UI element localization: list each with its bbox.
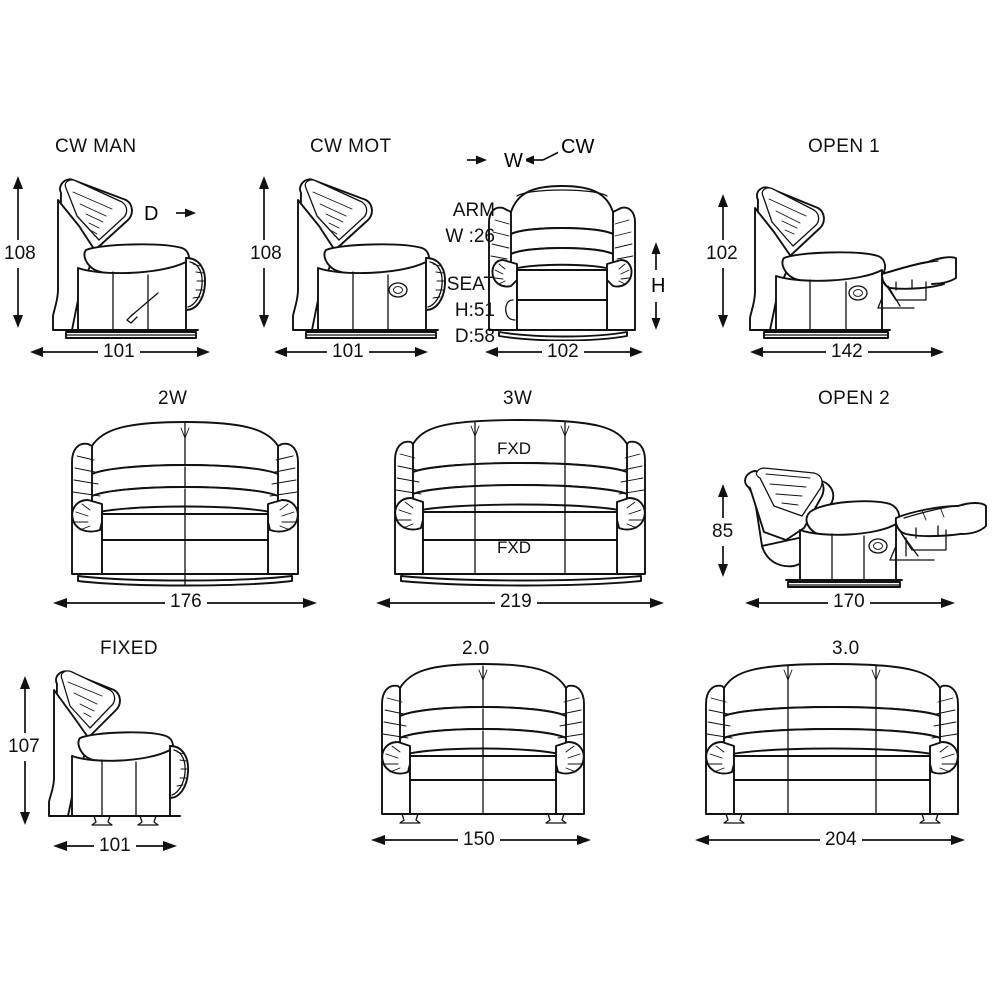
panel-title-fixed: FIXED <box>100 638 158 659</box>
dimension-width-2-0: 150 <box>458 829 500 851</box>
panel-open-2: OPEN 2 <box>690 388 1000 638</box>
recliner-side-motor-illustration <box>259 176 446 357</box>
spec-seat-block: SEAT H:51 D:58 <box>405 272 495 350</box>
panel-title-2-0: 2.0 <box>462 638 490 659</box>
panel-fixed: FIXED <box>0 638 300 888</box>
width-callout-arrows <box>467 145 572 165</box>
dimension-height-open-2: 85 <box>710 518 736 546</box>
panel-2w: 2W <box>20 388 350 638</box>
chair-fixed-side-illustration <box>20 670 189 851</box>
power-button-icon <box>848 285 868 301</box>
recliner-side-manual-illustration <box>13 176 210 357</box>
badge-fxd-seat: FXD <box>497 538 531 557</box>
recliner-open2-illustration <box>718 467 987 608</box>
dimension-width-fixed: 101 <box>94 835 136 857</box>
spec-seat-depth: D:58 <box>454 326 495 347</box>
sofa-outline <box>381 663 585 824</box>
badge-fxd-back: FXD <box>497 439 531 458</box>
dimension-width-3-0: 204 <box>820 829 862 851</box>
dimension-width-cw-man: 101 <box>98 341 140 363</box>
spec-seat-label: SEAT <box>446 274 495 295</box>
panel-title-open-2: OPEN 2 <box>818 388 891 409</box>
dimension-width-2w: 176 <box>165 591 207 613</box>
spec-arm-width: W :26 <box>445 226 495 247</box>
sofa-3seat-recliner-illustration <box>376 419 664 608</box>
depth-callout-label: D <box>141 203 162 226</box>
sofa-3seat-fixed-illustration <box>695 663 965 845</box>
panel-3-0: 3.0 <box>660 638 1000 888</box>
chair-outline <box>52 178 206 339</box>
recliner-front-illustration <box>467 145 661 357</box>
dimension-height-cw-man: 108 <box>2 240 38 268</box>
panel-cw-man: CW MAN <box>0 130 250 380</box>
sofa-2seat-recliner-illustration <box>53 421 317 608</box>
panel-title-cw-mot: CW MOT <box>310 136 392 157</box>
dimension-width-open-1: 142 <box>826 341 868 363</box>
panel-title-3-0: 3.0 <box>832 638 860 659</box>
panel-cw-mot: CW MOT <box>248 130 450 380</box>
spec-arm-label: ARM <box>452 200 495 221</box>
footrest-extended-full <box>889 502 987 561</box>
chair-outline <box>749 186 957 339</box>
dimension-width-3w: 219 <box>495 591 537 613</box>
panel-title-3w: 3W <box>503 388 533 409</box>
dimension-height-fixed: 107 <box>6 733 42 761</box>
dimension-height-cw-mot: 108 <box>248 240 284 268</box>
chair-width-callout-label: CW <box>558 136 598 159</box>
dimension-width-cw-front: 102 <box>542 341 584 363</box>
height-callout-arrows <box>651 242 661 330</box>
sofa-2seat-fixed-illustration <box>371 663 591 845</box>
power-button-icon <box>388 282 408 298</box>
furniture-feet <box>399 813 567 824</box>
recliner-open1-illustration <box>718 186 957 357</box>
sofa-outline <box>71 421 299 587</box>
furniture-feet <box>723 813 941 824</box>
furniture-feet <box>91 815 159 826</box>
sofa-outline <box>705 663 959 824</box>
power-button-icon <box>868 538 888 554</box>
width-callout-label: W <box>501 150 526 173</box>
chair-outline-reclined <box>744 467 987 588</box>
panel-title-2w: 2W <box>158 388 188 409</box>
footrest-extended <box>877 256 957 309</box>
dimension-width-open-2: 170 <box>828 591 870 613</box>
dimension-height-open-1: 102 <box>704 240 740 268</box>
panel-3w: 3W <box>355 388 685 638</box>
spec-arm-block: ARM W :26 <box>405 198 495 250</box>
panel-title-open-1: OPEN 1 <box>808 136 881 157</box>
panel-cw-front: ARM W :26 SEAT H:51 D:58 W CW H 102 <box>425 130 700 380</box>
chair-outline <box>292 178 446 339</box>
sofa-outline <box>394 419 646 587</box>
chair-front-outline <box>488 185 636 342</box>
panel-title-cw-man: CW MAN <box>55 136 137 157</box>
panel-open-1: OPEN 1 <box>700 130 1000 380</box>
dimension-width-cw-mot: 101 <box>327 341 369 363</box>
chair-outline <box>48 670 189 826</box>
spec-seat-height: H:51 <box>454 300 495 321</box>
height-callout-label: H <box>648 275 669 298</box>
panel-2-0: 2.0 <box>340 638 640 888</box>
